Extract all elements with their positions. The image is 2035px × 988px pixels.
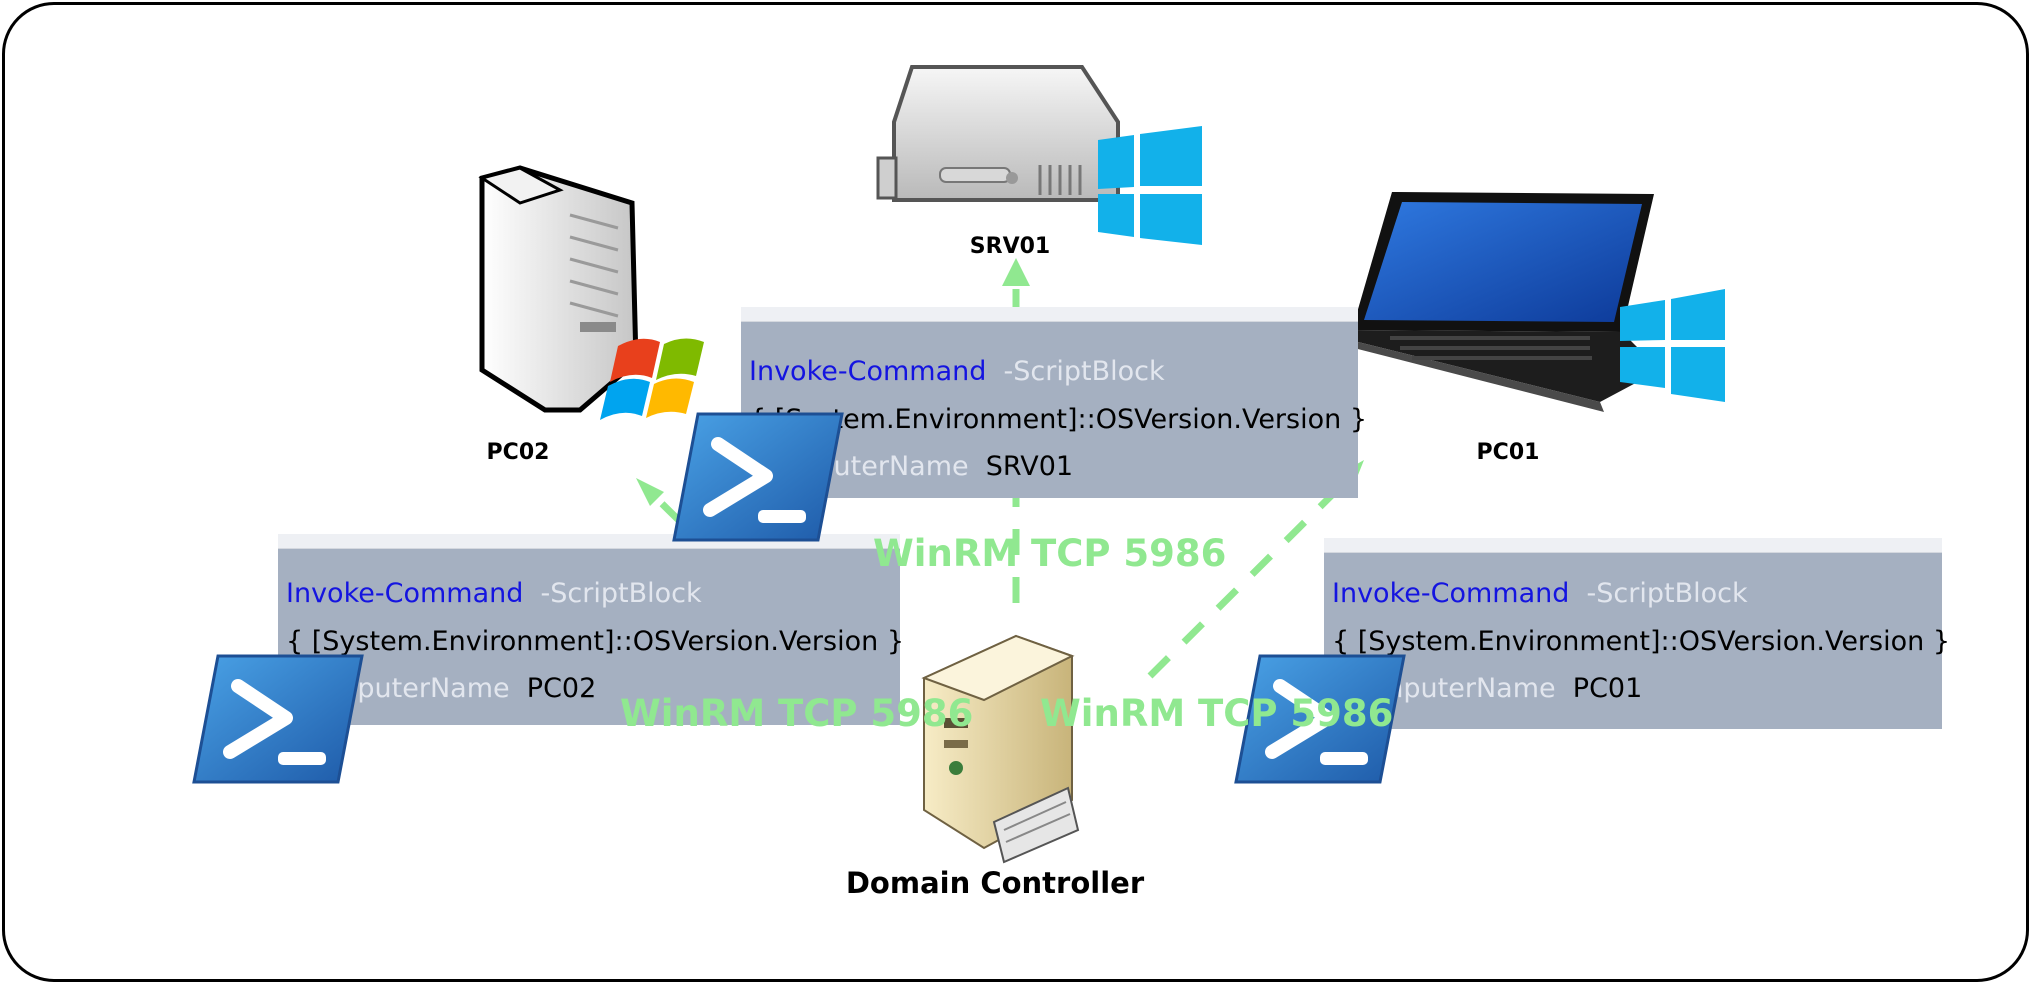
powershell-icon xyxy=(672,412,844,542)
scriptblock-param: -ScriptBlock xyxy=(1003,356,1165,387)
console-line-2: { [System.Environment]::OSVersion.Versio… xyxy=(1332,626,1950,657)
windows-xp-logo-icon xyxy=(600,338,704,420)
console-titlebar xyxy=(1324,538,1942,553)
protocol-label-pc02: WinRM TCP 5986 xyxy=(620,692,974,735)
console-srv01: Invoke-Command -ScriptBlock { [System.En… xyxy=(741,307,1367,498)
arrowhead-srv01 xyxy=(1002,258,1030,286)
scriptblock-text: { [System.Environment]::OSVersion.Versio… xyxy=(749,404,1367,435)
console-pc01: Invoke-Command -ScriptBlock { [System.En… xyxy=(1324,538,1950,729)
powershell-icon xyxy=(1234,654,1406,784)
powershell-icon xyxy=(192,654,364,784)
node-label-pc01: PC01 xyxy=(1476,440,1540,465)
computer-value: PC01 xyxy=(1572,673,1643,704)
node-label-domain-controller: Domain Controller xyxy=(845,866,1145,900)
cmdlet-text: Invoke-Command xyxy=(749,356,987,387)
node-label-pc02: PC02 xyxy=(486,440,550,465)
console-line-1: Invoke-Command -ScriptBlock xyxy=(1332,578,1748,609)
tower-pc-icon xyxy=(478,165,639,413)
scriptblock-text: { [System.Environment]::OSVersion.Versio… xyxy=(1332,626,1950,657)
windows-logo-icon xyxy=(1098,126,1202,245)
protocol-label-pc01: WinRM TCP 5986 xyxy=(1040,692,1394,735)
console-pc02: Invoke-Command -ScriptBlock { [System.En… xyxy=(278,534,904,725)
console-line-2: { [System.Environment]::OSVersion.Versio… xyxy=(286,626,904,657)
console-line-1: Invoke-Command -ScriptBlock xyxy=(286,578,702,609)
server-rack-icon xyxy=(876,65,1120,202)
connector-dc-pc01 xyxy=(1147,480,1347,679)
node-label-srv01: SRV01 xyxy=(969,234,1051,259)
domain-controller-icon xyxy=(921,634,1080,864)
cmdlet-text: Invoke-Command xyxy=(286,578,524,609)
arrowhead-pc02 xyxy=(636,478,664,506)
windows-logo-icon xyxy=(1620,289,1725,402)
console-line-1: Invoke-Command -ScriptBlock xyxy=(749,356,1165,387)
console-titlebar xyxy=(741,307,1358,322)
scriptblock-param: -ScriptBlock xyxy=(1586,578,1748,609)
console-line-2: { [System.Environment]::OSVersion.Versio… xyxy=(749,404,1367,435)
computer-value: SRV01 xyxy=(985,451,1074,482)
computer-value: PC02 xyxy=(526,673,597,704)
scriptblock-param: -ScriptBlock xyxy=(540,578,702,609)
cmdlet-text: Invoke-Command xyxy=(1332,578,1570,609)
laptop-icon xyxy=(1346,192,1660,412)
scriptblock-text: { [System.Environment]::OSVersion.Versio… xyxy=(286,626,904,657)
protocol-label-srv01: WinRM TCP 5986 xyxy=(873,532,1227,575)
